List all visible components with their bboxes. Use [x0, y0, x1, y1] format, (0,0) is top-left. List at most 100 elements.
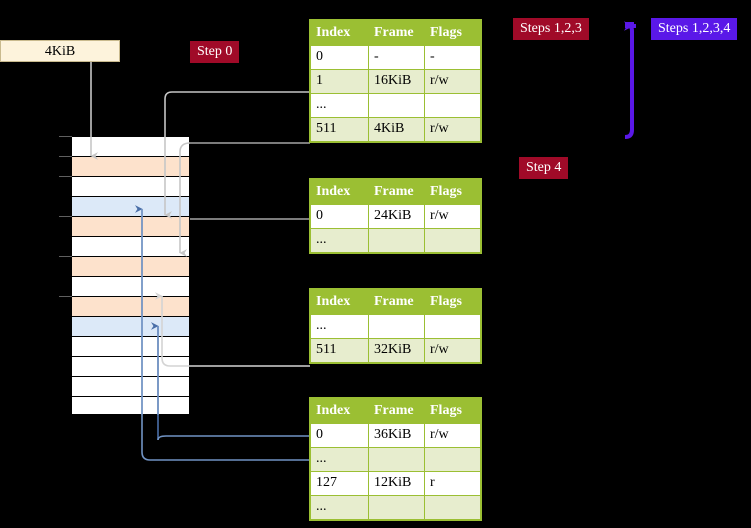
- cell-frame: [368, 447, 425, 472]
- purple-loop-wire: [624, 22, 634, 139]
- memory-frame-row: [72, 257, 189, 277]
- memory-frame-row: [72, 397, 189, 414]
- memory-frame-row: [72, 297, 189, 317]
- memory-frame-row: [72, 377, 189, 397]
- steps-1234-badge: Steps 1,2,3,4: [651, 18, 738, 40]
- table-header-row: Index Frame Flags: [310, 398, 481, 424]
- step-4-badge: Step 4: [519, 157, 569, 179]
- column-header-frame: Frame: [368, 398, 425, 424]
- cell-frame: 24KiB: [368, 204, 425, 229]
- page-table-level-4: Index Frame Flags 0 36KiB r/w ... 127 12…: [310, 398, 481, 520]
- memory-frame-row: [72, 197, 189, 217]
- cell-frame: [368, 228, 425, 253]
- frame-tick-mark: [59, 176, 72, 177]
- table-row: 511 4KiB r/w: [310, 117, 481, 142]
- wire-blue-to-pte-127: [141, 451, 310, 461]
- cell-frame: 16KiB: [368, 69, 425, 94]
- column-header-flags: Flags: [424, 179, 481, 205]
- table-row: 1 16KiB r/w: [310, 69, 481, 94]
- column-header-index: Index: [310, 398, 369, 424]
- cell-flags: r/w: [424, 117, 481, 142]
- column-header-flags: Flags: [424, 398, 481, 424]
- column-header-index: Index: [310, 289, 369, 315]
- memory-frame-row: [72, 157, 189, 177]
- cell-frame: 36KiB: [368, 423, 425, 448]
- table-row: ...: [310, 93, 481, 118]
- memory-frame-row: [72, 217, 189, 237]
- cell-flags: -: [424, 45, 481, 70]
- step-4-label: Step 4: [526, 160, 562, 175]
- cell-index: 0: [310, 45, 369, 70]
- table-row: ...: [310, 314, 481, 339]
- column-header-frame: Frame: [368, 289, 425, 315]
- steps-123-label: Steps 1,2,3: [520, 21, 582, 36]
- memory-frame-row: [72, 177, 189, 197]
- table-row: ...: [310, 495, 481, 520]
- step-0-label: Step 0: [197, 44, 233, 59]
- cell-index: 511: [310, 117, 369, 142]
- cell-index: 0: [310, 204, 369, 229]
- steps-123-badge: Steps 1,2,3: [513, 18, 589, 40]
- cell-flags: [424, 314, 481, 339]
- cell-flags: r/w: [424, 338, 481, 363]
- page-table-level-1: Index Frame Flags 0 - - 1 16KiB r/w ... …: [310, 20, 481, 142]
- steps-1234-label: Steps 1,2,3,4: [658, 21, 731, 36]
- wire-blue-to-pte-0-36kib: [157, 435, 310, 441]
- memory-frame-row: [72, 337, 189, 357]
- cell-flags: [424, 93, 481, 118]
- cell-flags: [424, 495, 481, 520]
- cell-flags: r/w: [424, 204, 481, 229]
- cell-index: ...: [310, 314, 369, 339]
- memory-frame-row: [72, 277, 189, 297]
- page-size-box: 4KiB: [0, 40, 120, 62]
- cell-index: ...: [310, 93, 369, 118]
- table-header-row: Index Frame Flags: [310, 179, 481, 205]
- table-row: 0 24KiB r/w: [310, 204, 481, 229]
- memory-frame-row: [72, 137, 189, 157]
- cell-frame: [368, 93, 425, 118]
- frame-tick-mark: [59, 296, 72, 297]
- frame-tick-mark: [59, 256, 72, 257]
- cell-flags: r/w: [424, 69, 481, 94]
- table-header-row: Index Frame Flags: [310, 289, 481, 315]
- page-size-label: 4KiB: [44, 44, 76, 59]
- cell-flags: r/w: [424, 423, 481, 448]
- frame-tick-mark: [59, 156, 72, 157]
- frame-tick-mark: [59, 136, 72, 137]
- column-header-frame: Frame: [368, 20, 425, 46]
- cell-flags: [424, 447, 481, 472]
- frame-tick-mark: [59, 216, 72, 217]
- column-header-flags: Flags: [424, 20, 481, 46]
- cell-frame: [368, 495, 425, 520]
- cell-index: 511: [310, 338, 369, 363]
- step-0-badge: Step 0: [190, 41, 240, 63]
- memory-frame-row: [72, 317, 189, 337]
- memory-frame-row: [72, 357, 189, 377]
- cell-frame: 4KiB: [368, 117, 425, 142]
- cell-index: ...: [310, 228, 369, 253]
- cell-index: ...: [310, 495, 369, 520]
- table-row: ...: [310, 228, 481, 253]
- column-header-frame: Frame: [368, 179, 425, 205]
- page-table-level-2: Index Frame Flags 0 24KiB r/w ...: [310, 179, 481, 253]
- table-header-row: Index Frame Flags: [310, 20, 481, 46]
- cell-frame: 32KiB: [368, 338, 425, 363]
- cell-flags: r: [424, 471, 481, 496]
- table-row: 511 32KiB r/w: [310, 338, 481, 363]
- cell-index: 1: [310, 69, 369, 94]
- cell-frame: [368, 314, 425, 339]
- physical-memory-frames: [71, 136, 190, 415]
- table-row: ...: [310, 447, 481, 472]
- table-row: 0 36KiB r/w: [310, 423, 481, 448]
- cell-frame: -: [368, 45, 425, 70]
- page-table-level-3: Index Frame Flags ... 511 32KiB r/w: [310, 289, 481, 363]
- cell-frame: 12KiB: [368, 471, 425, 496]
- column-header-index: Index: [310, 179, 369, 205]
- memory-frame-row: [72, 237, 189, 257]
- cell-index: ...: [310, 447, 369, 472]
- cell-flags: [424, 228, 481, 253]
- column-header-flags: Flags: [424, 289, 481, 315]
- table-row: 127 12KiB r: [310, 471, 481, 496]
- column-header-index: Index: [310, 20, 369, 46]
